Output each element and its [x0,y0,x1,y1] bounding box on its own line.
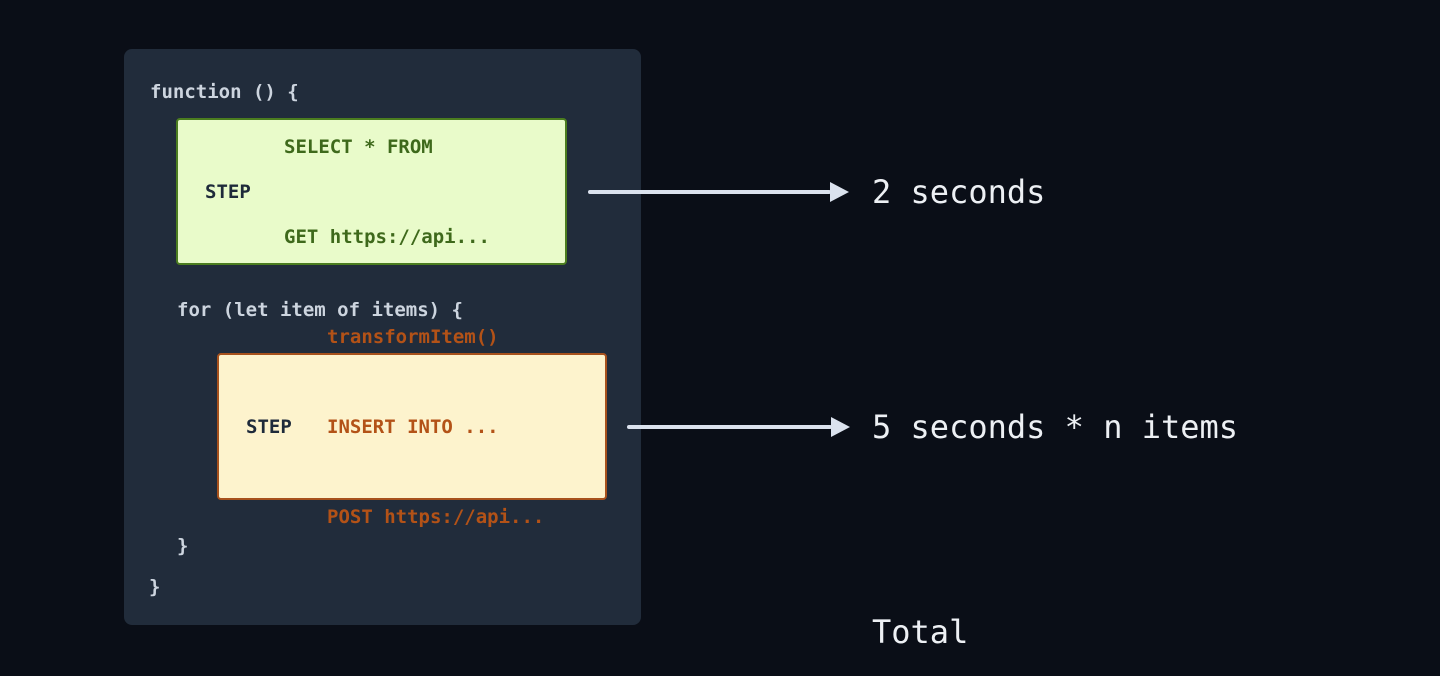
transform-load-step-box: STEP transformItem() INSERT INTO ... POS… [217,326,607,528]
code-line-post: POST https://api... [327,505,545,528]
code-line-insert: INSERT INTO ... [327,415,499,438]
total-summary: Total 100 items = 502 seconds [872,530,1315,676]
transform-load-step-code: transformItem() INSERT INTO ... POST htt… [327,262,544,592]
for-loop-close-brace: } [177,535,189,557]
arrow-shaft [588,190,831,194]
for-loop-open-line: for (let item of items) { [177,299,463,321]
function-close-brace: } [149,576,161,598]
step-label: STEP [205,180,251,203]
arrow-shaft [627,425,832,429]
code-panel: function () { STEP SELECT * FROM GET htt… [124,49,641,625]
arrow-head [831,417,850,437]
extract-step-code: SELECT * FROM GET https://api... [284,72,490,312]
code-line-get: GET https://api... [284,225,490,248]
total-title: Total [872,613,969,651]
code-line-transform: transformItem() [327,325,499,348]
step2-duration-label: 5 seconds * n items [872,408,1239,446]
step1-duration-label: 2 seconds [872,173,1046,211]
function-open-line: function () { [150,81,299,103]
extract-step-box: STEP SELECT * FROM GET https://api... [176,118,567,265]
arrow-head [830,182,849,202]
code-line-select: SELECT * FROM [284,135,433,158]
step-label: STEP [246,415,292,438]
